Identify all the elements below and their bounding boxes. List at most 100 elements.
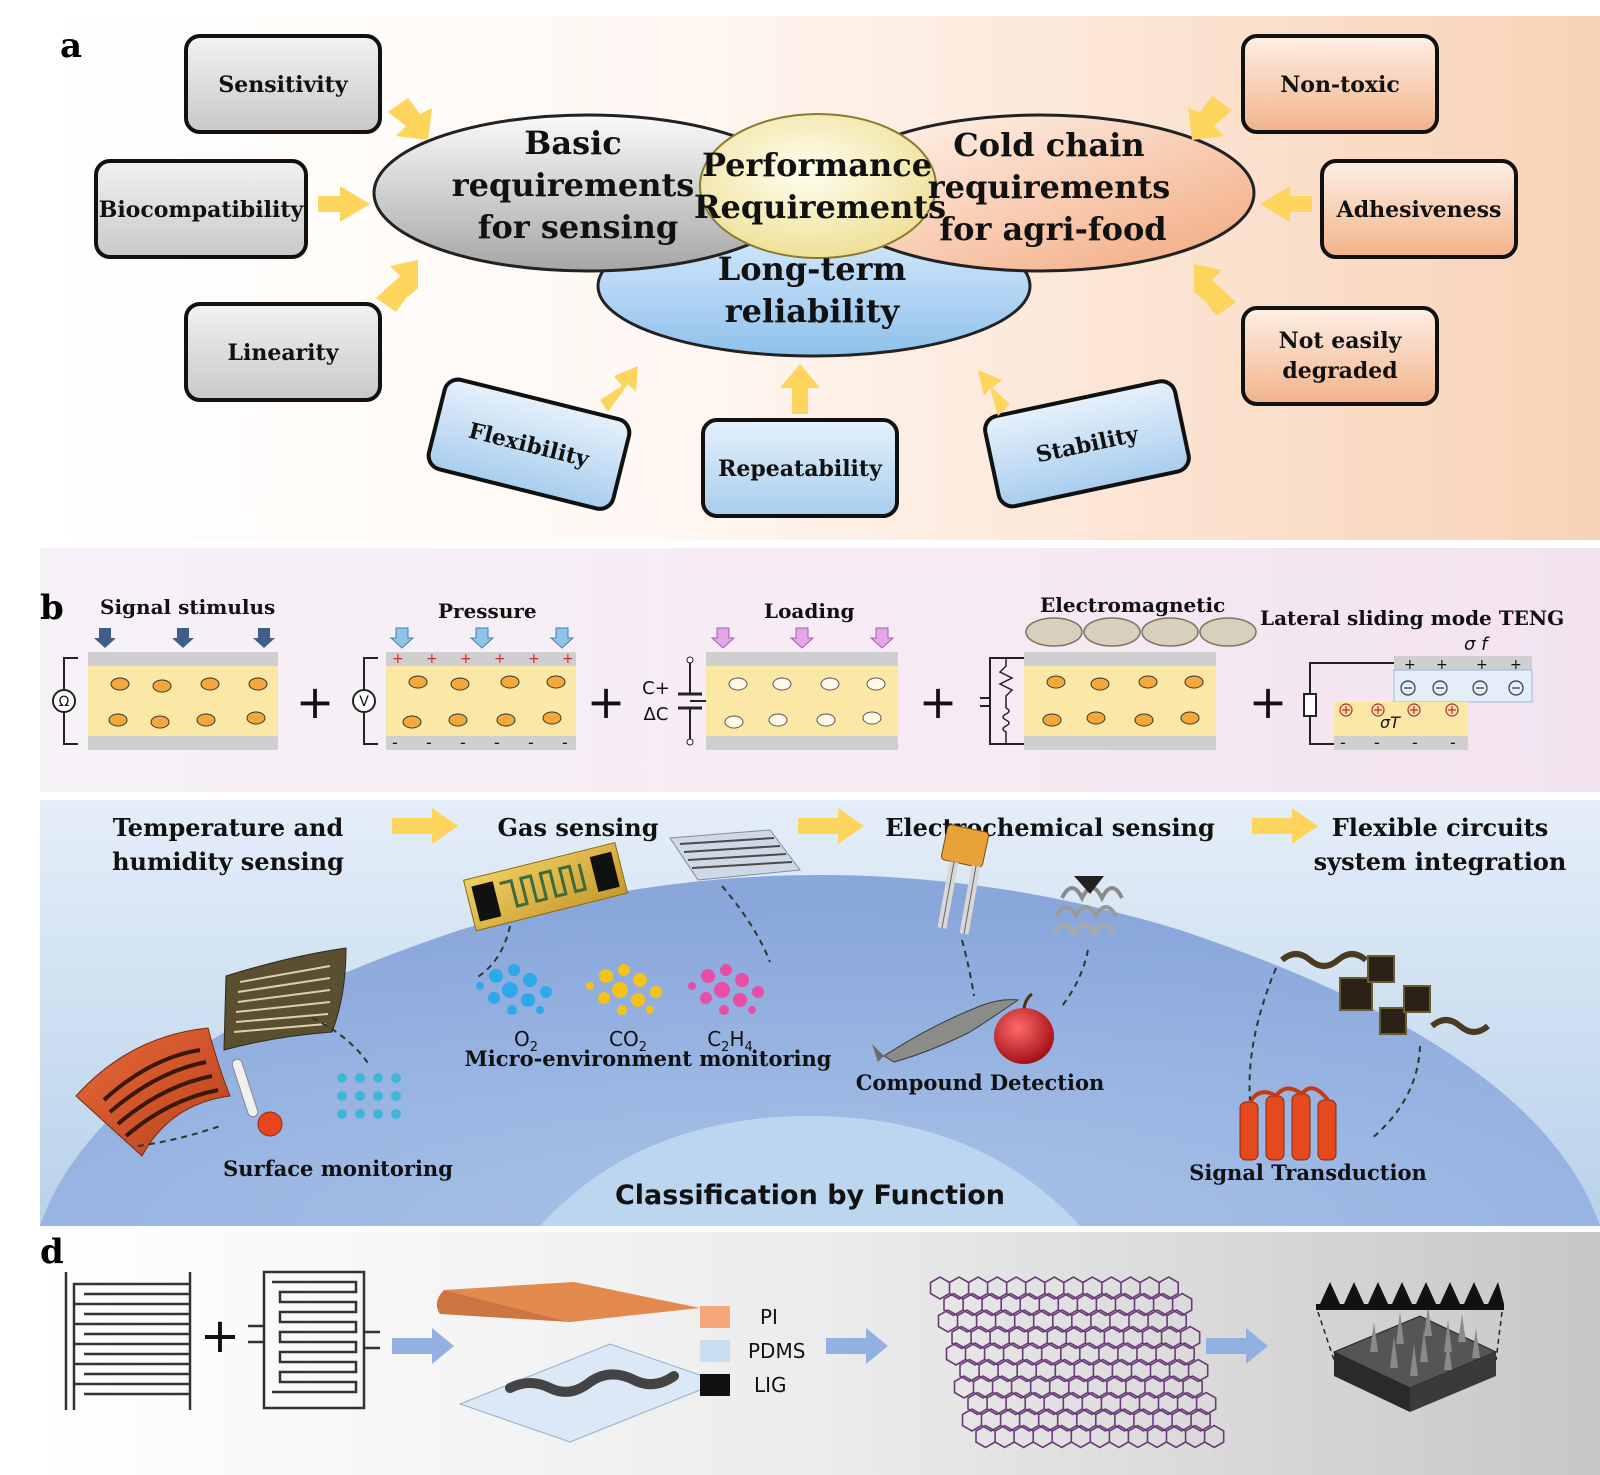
dashed-link-3	[475, 925, 511, 979]
layered-stack	[436, 1282, 722, 1443]
process-arrows	[392, 1328, 1268, 1364]
serpentine-electrode	[248, 1270, 380, 1410]
stage-arrow-3	[1252, 808, 1318, 844]
arrows-yellow	[318, 96, 1312, 416]
svg-text:+: +	[562, 651, 574, 667]
electrode-probes	[937, 824, 990, 935]
svg-text:Repeatability: Repeatability	[718, 456, 883, 482]
process-arrow-3	[1206, 1328, 1268, 1364]
function-classification-diagram: Classification by Function Temperature a…	[40, 800, 1600, 1226]
fish-icon	[870, 999, 1020, 1070]
svg-text:Ω: Ω	[59, 694, 70, 710]
module-teng: σ f ++ ++ σT	[1303, 634, 1533, 752]
panel-b: b Signal stimulus Pressure Loading Elect…	[40, 548, 1600, 792]
svg-text:+: +	[1404, 657, 1416, 673]
compound-detection-label: Compound Detection	[856, 1070, 1105, 1095]
svg-text:+: +	[1436, 657, 1448, 673]
box-linearity: Linearity	[184, 302, 382, 402]
svg-text:-: -	[528, 733, 534, 752]
panel-c: c Classification by Function Te	[40, 800, 1600, 1226]
stage-gas: Gas sensing	[497, 813, 658, 842]
arrow-linearity	[376, 260, 418, 312]
label-loading: Loading	[764, 599, 854, 623]
svg-text:V: V	[359, 694, 369, 710]
svg-text:σT: σT	[1380, 713, 1401, 732]
arrow-stability	[978, 370, 1010, 416]
signal-transduction-coils	[1239, 1086, 1337, 1161]
svg-text:+: +	[528, 651, 540, 667]
plus-4: +	[1249, 675, 1288, 729]
stage-arrow-2	[798, 808, 864, 844]
label-electromagnetic: Electromagnetic	[1040, 593, 1225, 617]
panel-a: a	[40, 16, 1600, 540]
box-flexibility: Flexibility	[426, 377, 632, 511]
box-biocompatibility: Biocompatibility	[94, 159, 308, 259]
svg-text:Adhesiveness: Adhesiveness	[1336, 197, 1502, 223]
thermometer-icon	[231, 1058, 283, 1137]
arrow-repeatability	[780, 364, 820, 414]
svg-text:ΔC: ΔC	[644, 704, 669, 725]
svg-text:+: +	[460, 651, 472, 667]
dashed-link-2	[311, 1017, 371, 1067]
label-teng: Lateral sliding mode TENG	[1260, 606, 1564, 630]
signal-transduction-label: Signal Transduction	[1189, 1160, 1427, 1185]
svg-text:-: -	[1340, 733, 1346, 752]
plus-3: +	[919, 675, 958, 729]
module-loading: C+ ΔC	[642, 627, 898, 750]
svg-text:+: +	[1510, 657, 1522, 673]
arrow-adhesiveness	[1260, 186, 1312, 222]
arrow-non-toxic	[1188, 96, 1232, 140]
svg-text:Non-toxic: Non-toxic	[1280, 72, 1400, 98]
dome	[40, 875, 1600, 1226]
svg-text:+: +	[1476, 657, 1488, 673]
svg-text:C+: C+	[642, 678, 670, 699]
svg-text:PDMS: PDMS	[748, 1339, 805, 1363]
classification-label: Classification by Function	[615, 1180, 1005, 1211]
fabrication-process-diagram: + PI PDMS LIG	[64, 1270, 1504, 1449]
co2-particles	[586, 964, 662, 1015]
svg-text:-: -	[1412, 733, 1418, 752]
legend-swatch-pdms	[700, 1340, 730, 1362]
sensing-mechanisms-diagram: Signal stimulus Pressure Loading Electro…	[52, 593, 1564, 752]
surface-monitoring-label: Surface monitoring	[223, 1156, 453, 1181]
process-arrow-1	[392, 1328, 454, 1364]
svg-text:-: -	[494, 733, 500, 752]
label-pressure: Pressure	[438, 599, 537, 623]
svg-text:Linearity: Linearity	[228, 340, 340, 366]
wearable-circuit	[1280, 951, 1490, 1035]
arrow-flexibility	[600, 366, 638, 412]
dashed-link-6	[1061, 949, 1089, 1007]
temp-sensor-copper	[75, 1027, 231, 1157]
box-stability: Stability	[983, 379, 1191, 509]
svg-text:-: -	[562, 733, 568, 752]
material-legend: PI PDMS LIG	[700, 1305, 805, 1397]
svg-text:+: +	[426, 651, 438, 667]
graphene-lattice	[929, 1276, 1225, 1449]
label-signal-stimulus: Signal stimulus	[100, 595, 275, 619]
dashed-link-5	[961, 939, 975, 997]
dashed-link-4	[721, 885, 771, 963]
arrow-biocompatibility	[318, 186, 370, 222]
ellipse-center	[699, 113, 937, 259]
plus-d: +	[200, 1308, 240, 1364]
stage-electrochemical: Electrochemical sensing	[885, 813, 1215, 842]
svg-text:+: +	[392, 651, 404, 667]
svg-text:-: -	[426, 733, 432, 752]
humidity-sensor-film	[223, 947, 347, 1051]
box-non-toxic: Non-toxic	[1241, 34, 1439, 134]
legend-swatch-pi	[700, 1306, 730, 1328]
gas-sensor-grid	[669, 829, 801, 881]
panel-d: d +	[40, 1232, 1600, 1475]
legend-swatch-lig	[700, 1374, 730, 1396]
panel-letter-b: b	[40, 588, 64, 628]
plus-2: +	[587, 675, 626, 729]
stage-arrow-1	[392, 808, 458, 844]
